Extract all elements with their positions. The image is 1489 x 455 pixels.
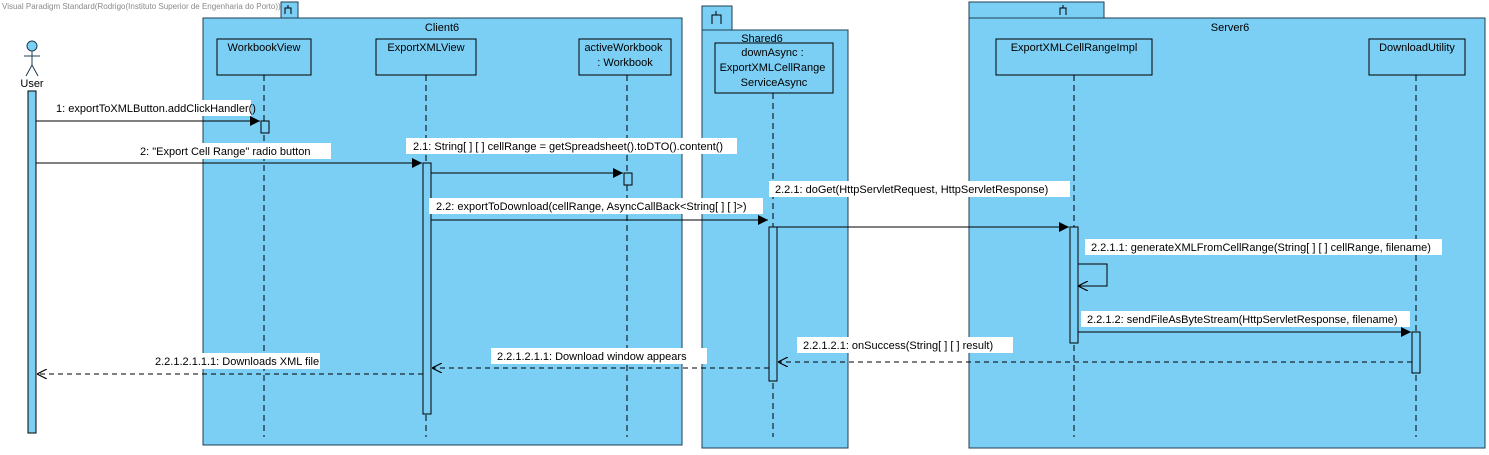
message-2-2: 2.2: exportToDownload(cellRange, AsyncCa… — [429, 198, 768, 225]
message-label-background — [1085, 239, 1442, 255]
package-tab — [968, 1, 1105, 19]
message-label: 2: "Export Cell Range" radio button — [140, 146, 310, 158]
lifeline-head — [1368, 38, 1466, 76]
package-name: Client6 — [425, 22, 459, 34]
message-label: 2.1: String[ ] [ ] cellRange = getSpread… — [413, 141, 723, 153]
message-2-2-1-2-1: 2.2.1.2.1: onSuccess(String[ ] [ ] resul… — [778, 337, 1412, 362]
lifeline-workbook-view: WorkbookView — [216, 38, 312, 437]
lifeline-label-line: DownloadUtility — [1379, 42, 1455, 54]
activation-export-xml-view — [422, 162, 432, 415]
lifeline-label-line: downAsync : — [741, 47, 803, 59]
actor-head-icon — [26, 40, 38, 52]
message-label-background — [797, 337, 1013, 353]
lifeline-label-line: WorkbookView — [228, 42, 301, 54]
message-label: 2.2.1: doGet(HttpServletRequest, HttpSer… — [775, 184, 1048, 196]
package-tab — [280, 1, 299, 19]
lifeline-label: ExportXMLView — [387, 42, 464, 54]
package-icon — [711, 11, 722, 24]
lifeline-label-line: ServiceAsync — [741, 77, 808, 89]
message-2-2-1-2-1-1-1: 2.2.1.2.1.1.1: Downloads XML file — [37, 353, 423, 374]
lifeline-label: activeWorkbook : Workbook — [584, 42, 665, 69]
activation-active-workbook — [623, 172, 633, 186]
activation-download-utility — [1411, 331, 1421, 374]
lifeline-label-line: ExportXMLView — [387, 42, 464, 54]
lifeline-download-utility: DownloadUtility — [1368, 38, 1466, 437]
message-label-background — [429, 198, 763, 214]
message-2-2-1-2-1-1: 2.2.1.2.1.1: Download window appears — [432, 348, 769, 368]
activation-down-async — [768, 226, 778, 382]
package-client: Client6 — [202, 1, 683, 446]
lifeline-active-workbook: activeWorkbook : Workbook — [578, 38, 672, 437]
package-icon — [1059, 5, 1067, 15]
actor-activation — [27, 90, 37, 434]
lifeline-label-line: ExportXMLCellRangeImpl — [1011, 42, 1138, 54]
message-1: 1: exportToXMLButton.addClickHandler() — [36, 100, 260, 126]
package-body — [202, 17, 683, 446]
lifeline-head — [375, 38, 477, 76]
message-label-background — [491, 348, 707, 364]
package-server: Server6 — [968, 1, 1486, 449]
message-2-2-1: 2.2.1: doGet(HttpServletRequest, HttpSer… — [769, 181, 1070, 232]
lifeline-head — [714, 42, 834, 94]
actor-body-icon — [24, 51, 40, 77]
package-tab — [701, 5, 733, 31]
message-label-background — [134, 143, 331, 159]
message-2-2-1-2: 2.2.1.2: sendFileAsByteStream(HttpServle… — [1078, 311, 1411, 337]
lifeline-head — [578, 38, 672, 76]
lifeline-head — [216, 38, 312, 76]
message-2-2-1-1: 2.2.1.1: generateXMLFromCellRange(String… — [1078, 239, 1442, 286]
message-2-1: 2.1: String[ ] [ ] cellRange = getSpread… — [406, 138, 737, 178]
activation-export-xml-cell-range-impl — [1069, 226, 1079, 344]
package-icon — [284, 5, 292, 14]
package-name: Shared6 — [741, 33, 783, 45]
lifeline-label: downAsync : ExportXMLCellRange ServiceAs… — [720, 47, 829, 89]
lifeline-label-line: activeWorkbook — [584, 42, 663, 54]
message-label: 2.2.1.2: sendFileAsByteStream(HttpServle… — [1087, 314, 1398, 326]
message-self-arrow — [1078, 263, 1108, 286]
lifeline-label: ExportXMLCellRangeImpl — [1011, 42, 1138, 54]
lifeline-label-line: ExportXMLCellRange — [720, 62, 826, 74]
message-label: 2.2.1.2.1: onSuccess(String[ ] [ ] resul… — [803, 340, 993, 352]
lifeline-head — [995, 38, 1153, 76]
actor-label: User — [20, 78, 44, 90]
watermark: Visual Paradigm Standard(Rodrigo(Institu… — [2, 2, 281, 11]
message-label-background — [769, 181, 1070, 197]
message-label-background — [406, 138, 737, 154]
message-label: 2.2.1.1: generateXMLFromCellRange(String… — [1091, 242, 1431, 254]
message-label-background — [50, 100, 251, 116]
activation-workbook-view — [260, 120, 270, 134]
message-label: 2.2.1.2.1.1: Download window appears — [497, 351, 687, 363]
message-label: 1: exportToXMLButton.addClickHandler() — [56, 103, 256, 115]
lifeline-export-xml-cell-range-impl: ExportXMLCellRangeImpl — [995, 38, 1153, 437]
lifeline-label-line: : Workbook — [597, 57, 653, 69]
message-2: 2: "Export Cell Range" radio button — [36, 143, 422, 168]
actor-user: User — [20, 40, 44, 434]
package-name: Server6 — [1211, 22, 1250, 34]
message-label: 2.2.1.2.1.1.1: Downloads XML file — [155, 356, 319, 368]
message-label: 2.2: exportToDownload(cellRange, AsyncCa… — [436, 201, 747, 213]
package-body — [968, 17, 1486, 449]
lifeline-label: WorkbookView — [228, 42, 301, 54]
message-label-background — [1081, 311, 1410, 327]
lifeline-label: DownloadUtility — [1379, 42, 1455, 54]
message-label-background — [149, 353, 320, 369]
